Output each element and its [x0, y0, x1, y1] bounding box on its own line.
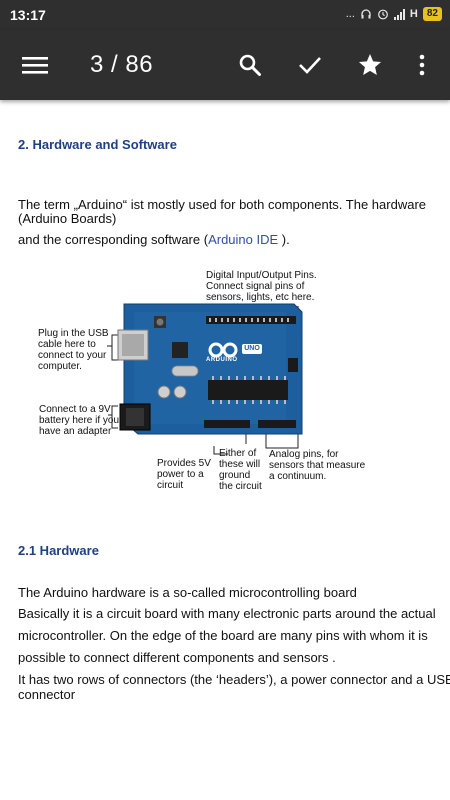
arduino-board-image — [107, 303, 303, 455]
intro-line: The term „Arduino“ ist mostly used for b… — [18, 197, 427, 212]
search-icon — [239, 54, 261, 76]
intro-text: and the corresponding software ( — [18, 232, 209, 247]
more-options-button[interactable] — [398, 30, 446, 100]
status-icons: ... H 82 — [346, 7, 442, 21]
power-label: Provides 5V power to a circuit — [157, 458, 211, 491]
network-type: H — [409, 8, 418, 20]
body-line: Basically it is a circuit board with man… — [18, 606, 436, 621]
check-icon — [299, 57, 321, 74]
intro-line: and the corresponding software (Arduino … — [18, 232, 290, 247]
body-line: microcontroller. On the edge of the boar… — [18, 628, 428, 643]
signal-icon — [393, 8, 405, 20]
status-time: 13:17 — [10, 7, 46, 23]
alarm-icon — [378, 9, 388, 20]
intro-text: ). — [278, 232, 290, 247]
status-bar: 13:17 ... H 82 — [0, 0, 450, 30]
favorite-button[interactable] — [346, 30, 394, 100]
board-brand-label: ARDUINO — [206, 357, 238, 363]
mark-read-button[interactable] — [286, 30, 334, 100]
star-icon — [358, 53, 382, 75]
menu-icon — [22, 57, 48, 74]
digital-pins-label: Digital Input/Output Pins. Connect signa… — [206, 270, 317, 303]
search-button[interactable] — [226, 30, 274, 100]
body-line: possible to connect different components… — [18, 650, 336, 665]
analog-pins-label: Analog pins, for sensors that measure a … — [269, 449, 366, 482]
battery-icon: 82 — [422, 7, 442, 21]
power-analog-header — [204, 420, 296, 428]
body-line: The Arduino hardware is a so-called micr… — [18, 585, 357, 600]
more-vert-icon — [419, 54, 425, 76]
usb-label: Plug in the USB cable here to connect to… — [38, 328, 109, 372]
page-counter: 3 / 86 — [90, 51, 154, 78]
subsection-title: 2.1 Hardware — [18, 543, 99, 558]
intro-line: (Arduino Boards) — [18, 211, 117, 226]
battery-label: Connect to a 9V battery here if you have… — [39, 404, 120, 437]
body-line: It has two rows of connectors (the ‘head… — [18, 672, 450, 687]
arduino-logo — [208, 342, 238, 358]
headphones-icon — [361, 9, 371, 19]
board-model-label: UNO — [244, 345, 260, 352]
digital-header — [206, 316, 296, 324]
ground-label: Either of these will ground the circuit — [219, 448, 262, 492]
app-toolbar: 3 / 86 — [0, 30, 450, 100]
section-title: 2. Hardware and Software — [18, 137, 177, 152]
microcontroller-chip — [208, 380, 288, 400]
arduino-ide-link[interactable]: Arduino IDE — [208, 232, 279, 247]
notification-dots: ... — [345, 8, 355, 20]
body-line: connector — [18, 687, 76, 702]
menu-button[interactable] — [11, 30, 59, 100]
arduino-board-figure: Digital Input/Output Pins. Connect signa… — [36, 268, 376, 500]
